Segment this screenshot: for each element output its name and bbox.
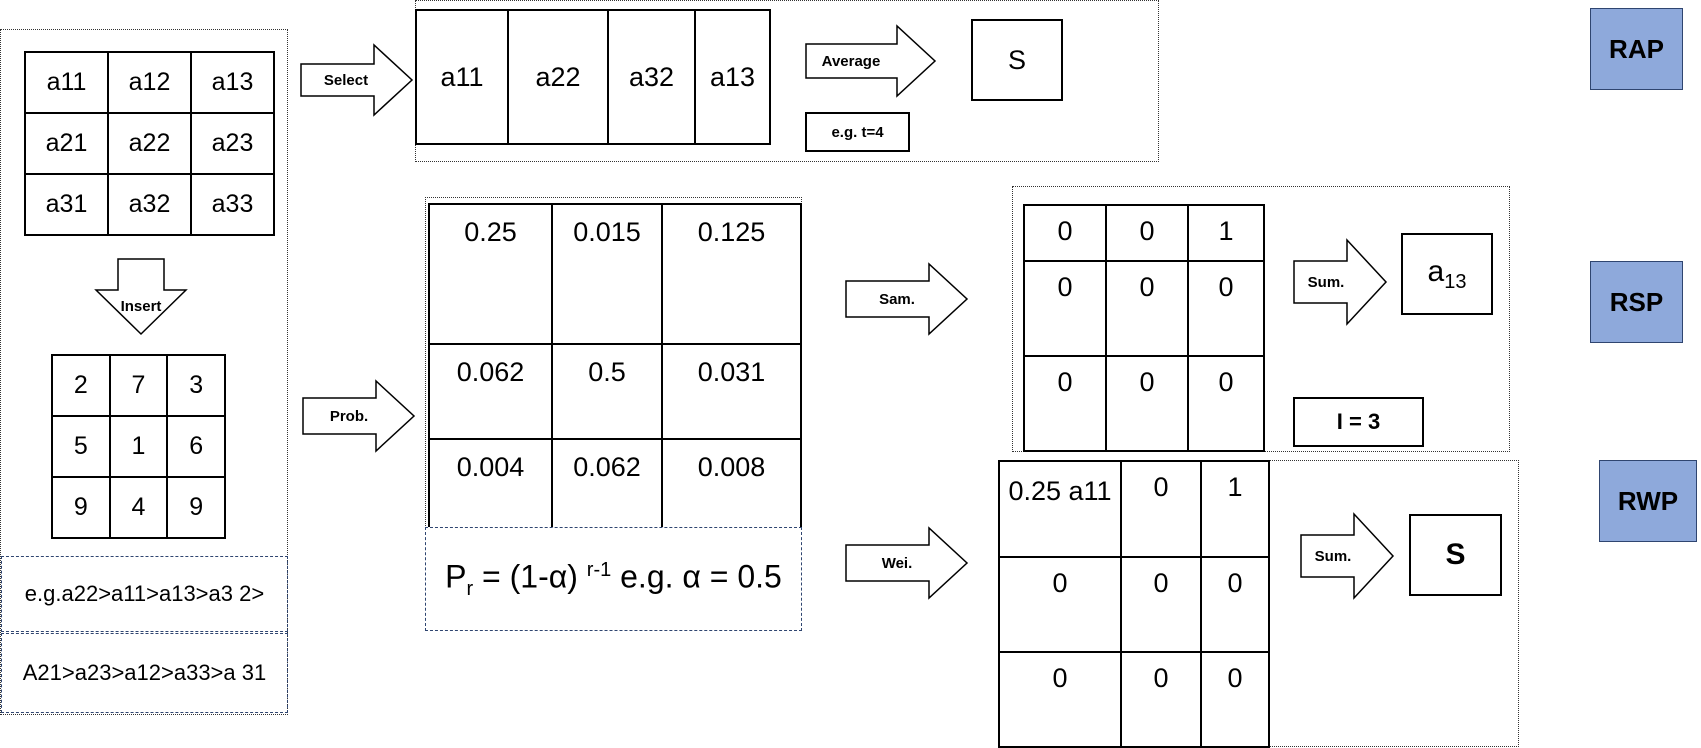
weight-cell: 0 [998,651,1122,748]
sample-cell: 0 [1105,355,1189,452]
formula-p: P [445,559,467,596]
rank-cell: 9 [166,476,226,539]
prob-cell: 0.062 [551,438,663,535]
rank-cell: 9 [51,476,111,539]
selected-cell: a32 [607,9,696,145]
formula-tail: e.g. α = 0.5 [611,559,782,596]
input-matrix: a11 a12 a13 a21 a22 a23 a31 a32 a33 [24,51,275,236]
rsp-result-base: a [1427,254,1445,288]
formula-sub: r [466,578,474,601]
weight-cell: 0 [1120,556,1202,653]
rank-cell: 3 [166,354,226,417]
sample-cell: 0 [1023,355,1107,452]
rwp-result: S [1409,514,1502,596]
rank-matrix: 2 7 3 5 1 6 9 4 9 [51,354,226,539]
insert-arrow-icon [94,258,188,336]
weight-cell: 1 [1200,460,1270,558]
formula-box [425,527,802,631]
sample-cell: 0 [1023,260,1107,357]
order-example-1: e.g.a22>a11>a13>a3 2> [1,556,288,632]
selected-elements: a11 a22 a32 a13 [415,9,771,145]
prob-cell: 0.25 [428,203,553,345]
wei-arrow-icon [845,526,969,600]
formula-exp: r-1 [586,559,612,582]
prob-cell: 0.062 [428,343,553,440]
rank-cell: 6 [166,415,226,478]
rank-cell: 4 [108,476,169,539]
rap-note: e.g. t=4 [805,112,910,152]
wei-arrow-label: Wei. [881,554,913,572]
rank-cell: 5 [51,415,111,478]
prob-cell: 0.125 [661,203,802,345]
matrix-cell: a11 [24,51,109,114]
matrix-cell: a22 [107,112,192,175]
prob-cell: 0.015 [551,203,663,345]
weight-cell: 0 [998,556,1122,653]
weighting-matrix: 0.25 a11 0 1 0 0 0 0 0 0 [998,460,1270,748]
probability-matrix: 0.25 0.015 0.125 0.062 0.5 0.031 0.004 0… [428,203,802,535]
formula-eq: = (1-α) [473,559,587,596]
matrix-cell: a23 [190,112,275,175]
selected-cell: a13 [694,9,771,145]
sample-cell: 1 [1187,204,1265,262]
left-panel [0,29,288,715]
select-arrow-icon [300,43,414,117]
prob-arrow-icon [302,379,416,453]
rwp-tag: RWP [1599,460,1697,542]
rsp-note: I = 3 [1293,397,1424,447]
sampling-matrix: 0 0 1 0 0 0 0 0 0 [1023,204,1265,452]
weight-cell: 0 [1200,556,1270,653]
average-arrow-icon [805,24,937,98]
weight-cell: 0 [1200,651,1270,748]
sample-cell: 0 [1105,204,1189,262]
matrix-cell: a12 [107,51,192,114]
selected-cell: a22 [507,9,609,145]
weight-cell: 0.25 a11 [998,460,1122,558]
average-arrow-label: Average [821,52,881,70]
sample-cell: 0 [1187,355,1265,452]
probability-formula: Pr = (1-α) r-1 e.g. α = 0.5 [435,530,792,630]
rsp-result: a13 [1401,233,1493,315]
select-arrow-label: Select [323,71,369,89]
matrix-cell: a13 [190,51,275,114]
prob-cell: 0.008 [661,438,802,535]
rank-cell: 1 [108,415,169,478]
rsp-panel [1012,186,1510,452]
matrix-cell: a31 [24,173,109,236]
sam-arrow-icon [845,262,969,336]
sum-arrow-2-icon [1300,512,1395,600]
rsp-result-sub: 13 [1444,270,1467,293]
matrix-cell: a32 [107,173,192,236]
prob-cell: 0.5 [551,343,663,440]
insert-arrow-label: Insert [120,297,162,315]
sample-cell: 0 [1187,260,1265,357]
sample-cell: 0 [1023,204,1107,262]
order-example-2: A21>a23>a12>a33>a 31 [1,633,288,713]
rank-cell: 7 [108,354,169,417]
sum-arrow-2-label: Sum. [1314,547,1352,565]
matrix-cell: a21 [24,112,109,175]
sum-arrow-label: Sum. [1307,273,1345,291]
weight-cell: 0 [1120,651,1202,748]
sum-arrow-icon [1293,238,1388,326]
selected-cell: a11 [415,9,509,145]
rap-result: S [971,19,1063,101]
prob-cell: 0.031 [661,343,802,440]
matrix-cell: a33 [190,173,275,236]
rsp-tag: RSP [1590,261,1683,343]
prob-arrow-label: Prob. [329,407,369,425]
rap-tag: RAP [1590,8,1683,90]
sample-cell: 0 [1105,260,1189,357]
sam-arrow-label: Sam. [879,290,915,308]
rank-cell: 2 [51,354,111,417]
weight-cell: 0 [1120,460,1202,558]
prob-cell: 0.004 [428,438,553,535]
